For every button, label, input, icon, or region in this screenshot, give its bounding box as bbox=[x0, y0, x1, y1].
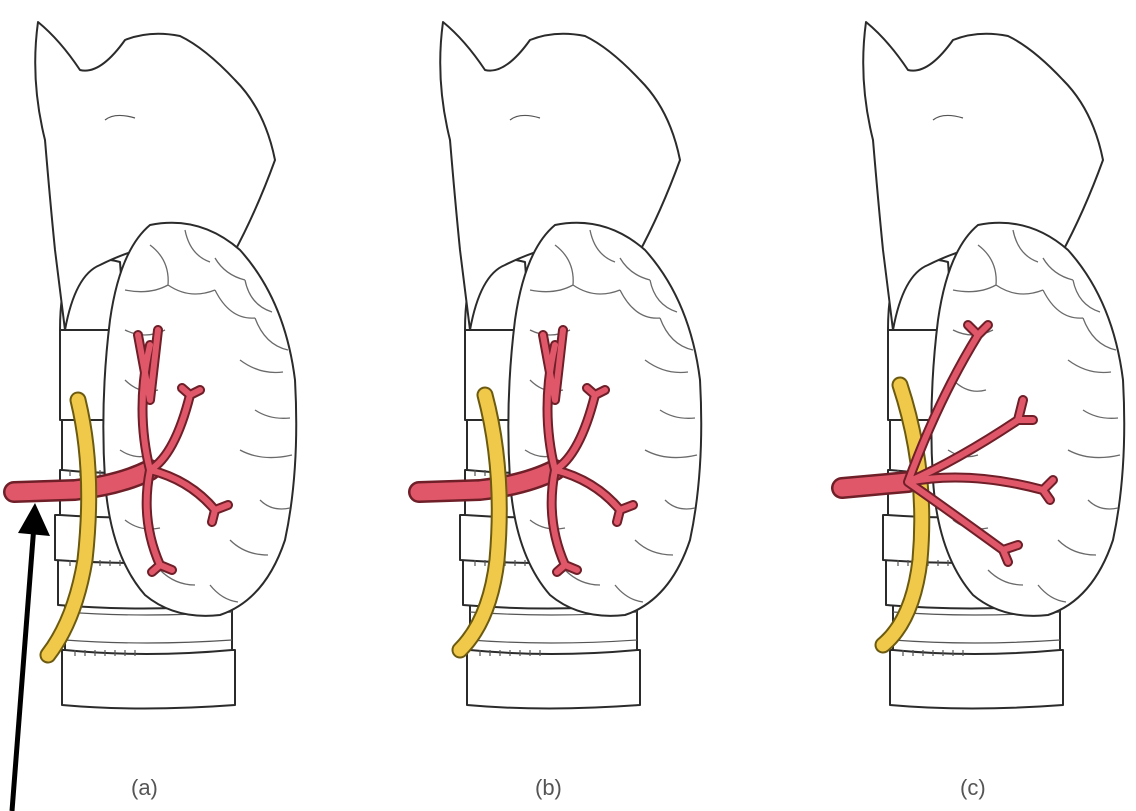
panel-label-b: (b) bbox=[535, 775, 562, 800]
panel-label-a: (a) bbox=[131, 775, 158, 800]
panel-a: (a) bbox=[14, 22, 296, 800]
artery-c-behind bbox=[842, 482, 908, 488]
panel-b: (b) bbox=[419, 22, 701, 800]
panel-c: (c) bbox=[842, 22, 1124, 800]
panel-label-c: (c) bbox=[960, 775, 986, 800]
